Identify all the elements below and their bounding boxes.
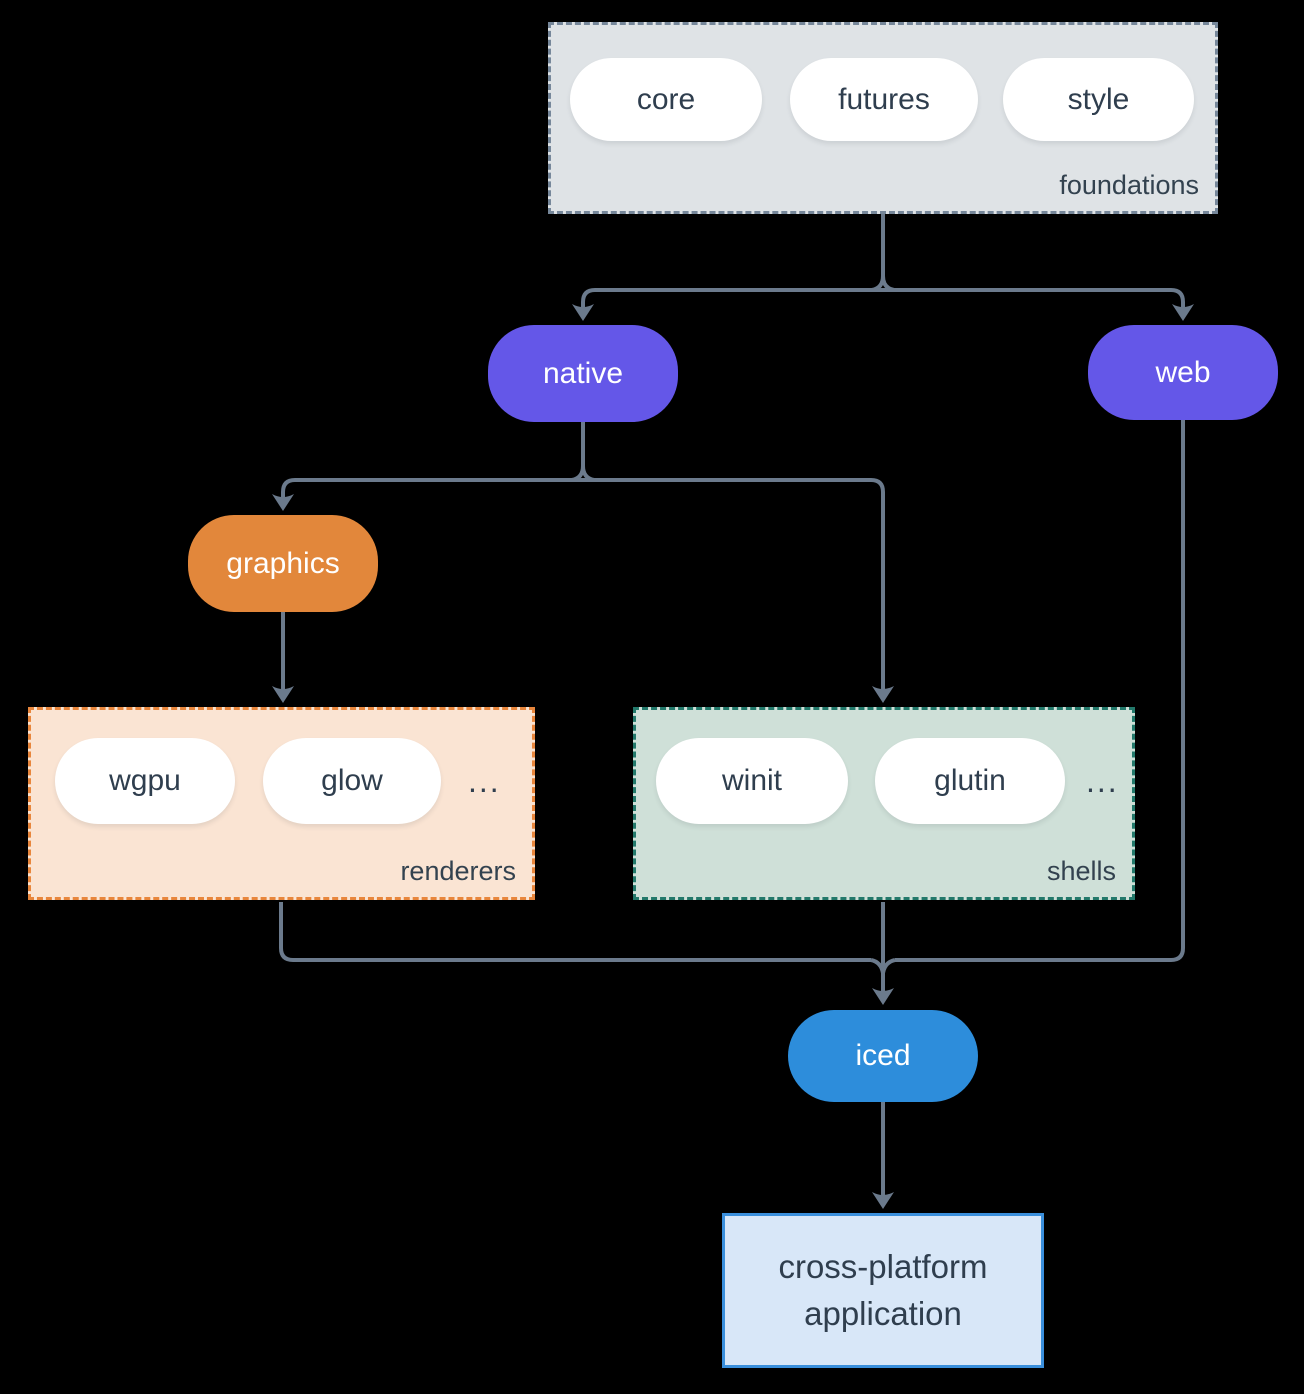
edge-native-fork-fillet (571, 464, 595, 482)
application-label-line2: application (804, 1294, 962, 1332)
renderers-ellipsis: ... (468, 763, 501, 799)
arrowhead-iced (872, 988, 894, 1005)
arrowhead-renderers (272, 686, 294, 703)
shells-label: shells (1046, 856, 1116, 886)
arrowhead-native (572, 304, 594, 321)
edge-foundations-branch (581, 288, 1185, 314)
edge-foundations-fork-fillet (871, 274, 895, 292)
arrowhead-web (1172, 304, 1194, 321)
arrowhead-graphics (272, 494, 294, 511)
pill-winit: winit (656, 738, 848, 824)
pill-wgpu: wgpu (55, 738, 235, 824)
shells-group: winit glutin ... shells (633, 707, 1135, 900)
node-native: native (488, 325, 678, 422)
shells-ellipsis: ... (1086, 763, 1119, 799)
foundations-group: core futures style foundations (548, 22, 1218, 214)
pill-style: style (1003, 58, 1194, 141)
node-iced: iced (788, 1010, 978, 1102)
foundations-label: foundations (1059, 170, 1199, 200)
renderers-label: renderers (400, 856, 516, 886)
edge-web-down (895, 420, 1185, 962)
edge-native-branch (281, 478, 885, 692)
pill-core: core (570, 58, 762, 141)
node-web: web (1088, 325, 1278, 420)
pill-glow: glow (263, 738, 441, 824)
arrowhead-shells (872, 686, 894, 703)
renderers-group: wgpu glow ... renderers (28, 707, 535, 900)
arrowhead-app (872, 1192, 894, 1209)
node-graphics: graphics (188, 515, 378, 612)
pill-glutin: glutin (875, 738, 1065, 824)
edge-renderers-down (279, 902, 871, 962)
application-label-line1: cross-platform (778, 1247, 988, 1285)
application-box: cross-platform application (722, 1213, 1044, 1368)
pill-futures: futures (790, 58, 978, 141)
